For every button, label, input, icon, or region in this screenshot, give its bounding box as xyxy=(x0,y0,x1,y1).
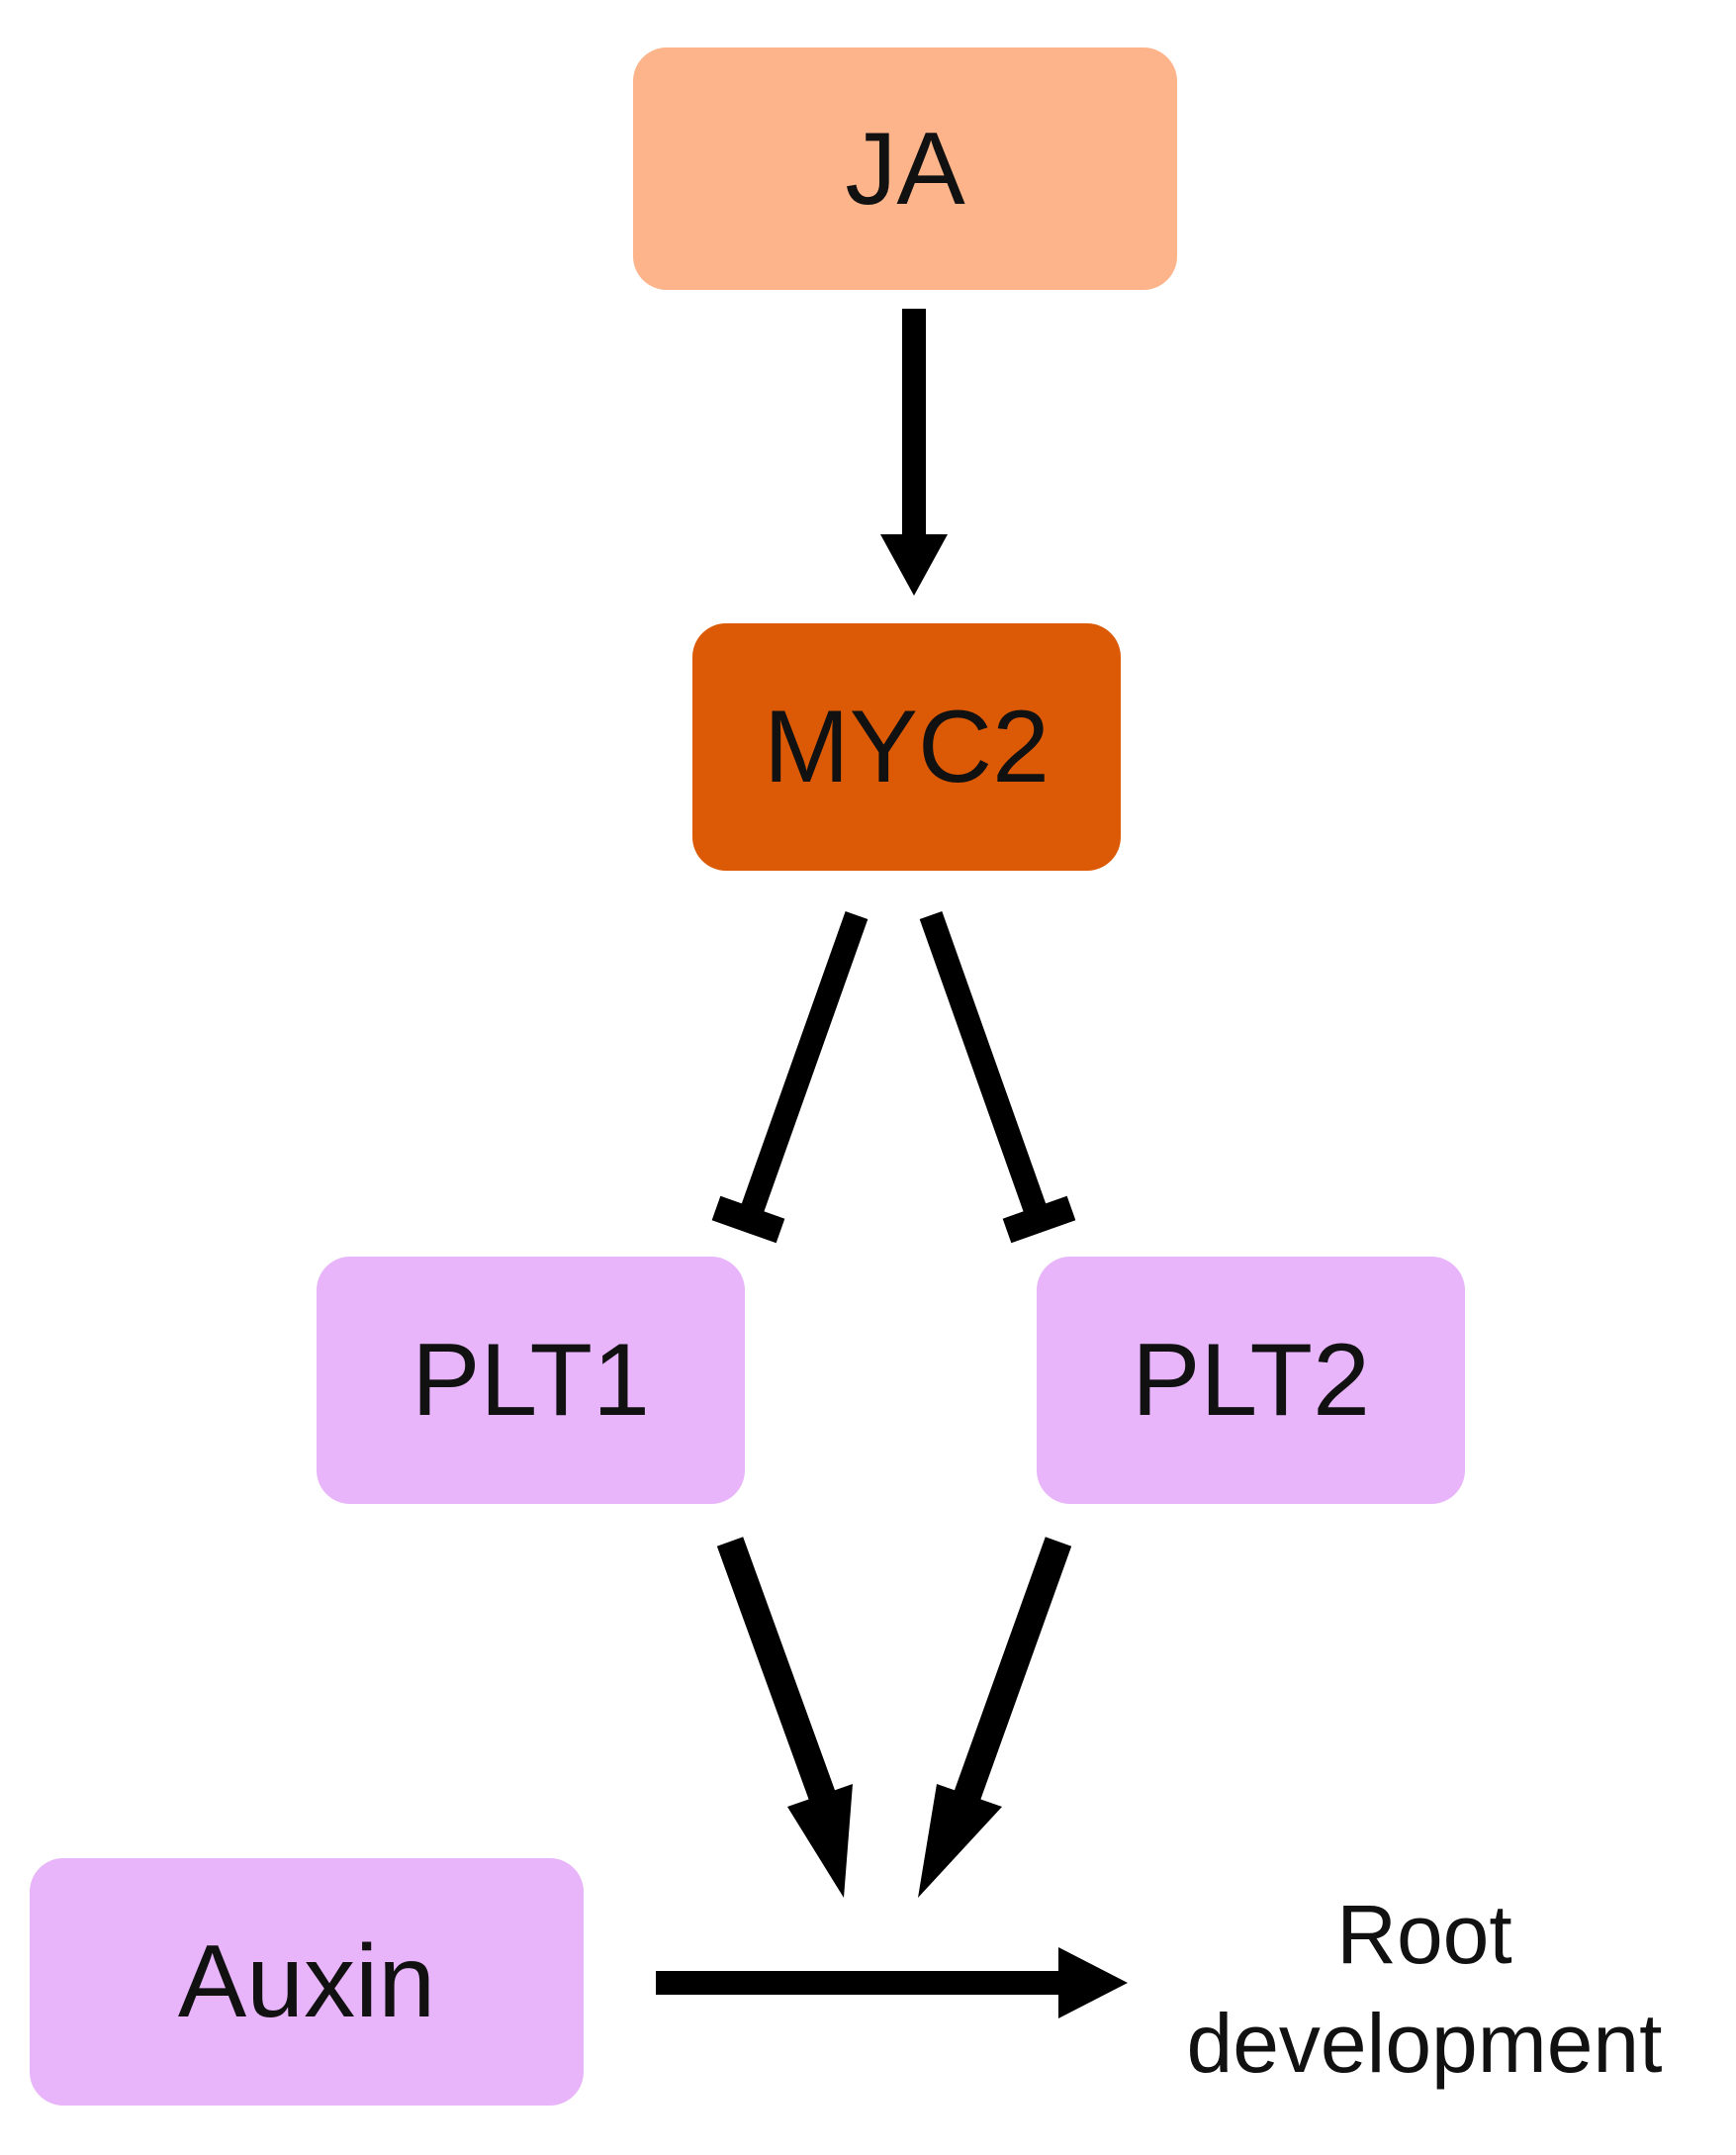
edge-myc2-inhibits-plt2 xyxy=(919,910,1076,1244)
node-auxin-label: Auxin xyxy=(177,1924,436,2039)
edge-myc2-inhibits-plt1 xyxy=(711,910,868,1244)
edge-plt1-to-root-arrowhead xyxy=(787,1784,853,1898)
node-auxin: Auxin xyxy=(30,1858,584,2106)
edge-plt2-to-root-shaft xyxy=(952,1537,1072,1806)
node-myc2-label: MYC2 xyxy=(764,690,1050,804)
root-development-label: Root development xyxy=(1147,1880,1701,2098)
node-plt2: PLT2 xyxy=(1037,1257,1465,1504)
node-plt2-label: PLT2 xyxy=(1132,1323,1370,1438)
edge-myc2-inhibits-plt1-shaft xyxy=(737,910,868,1224)
node-myc2: MYC2 xyxy=(692,623,1121,871)
node-plt1-label: PLT1 xyxy=(411,1323,650,1438)
edge-myc2-inhibits-plt2-shaft xyxy=(919,910,1051,1224)
edge-auxin-to-root-arrowhead xyxy=(1058,1947,1128,2018)
edge-plt2-to-root-arrowhead xyxy=(918,1784,1002,1898)
root-development-line2: development xyxy=(1186,1997,1663,2090)
node-ja-label: JA xyxy=(845,111,965,227)
edge-plt1-to-root xyxy=(716,1537,853,1898)
edge-plt2-to-root xyxy=(918,1537,1072,1898)
edge-myc2-inhibits-plt1-bar xyxy=(711,1195,785,1244)
edge-ja-to-myc2-arrowhead xyxy=(880,534,948,596)
root-development-line1: Root xyxy=(1336,1888,1512,1981)
edge-ja-to-myc2 xyxy=(880,309,948,596)
node-plt1: PLT1 xyxy=(317,1257,745,1504)
edge-plt1-to-root-shaft xyxy=(716,1537,838,1806)
node-ja: JA xyxy=(633,47,1177,290)
edge-myc2-inhibits-plt2-bar xyxy=(1002,1195,1076,1244)
edge-auxin-to-root xyxy=(656,1947,1128,2018)
